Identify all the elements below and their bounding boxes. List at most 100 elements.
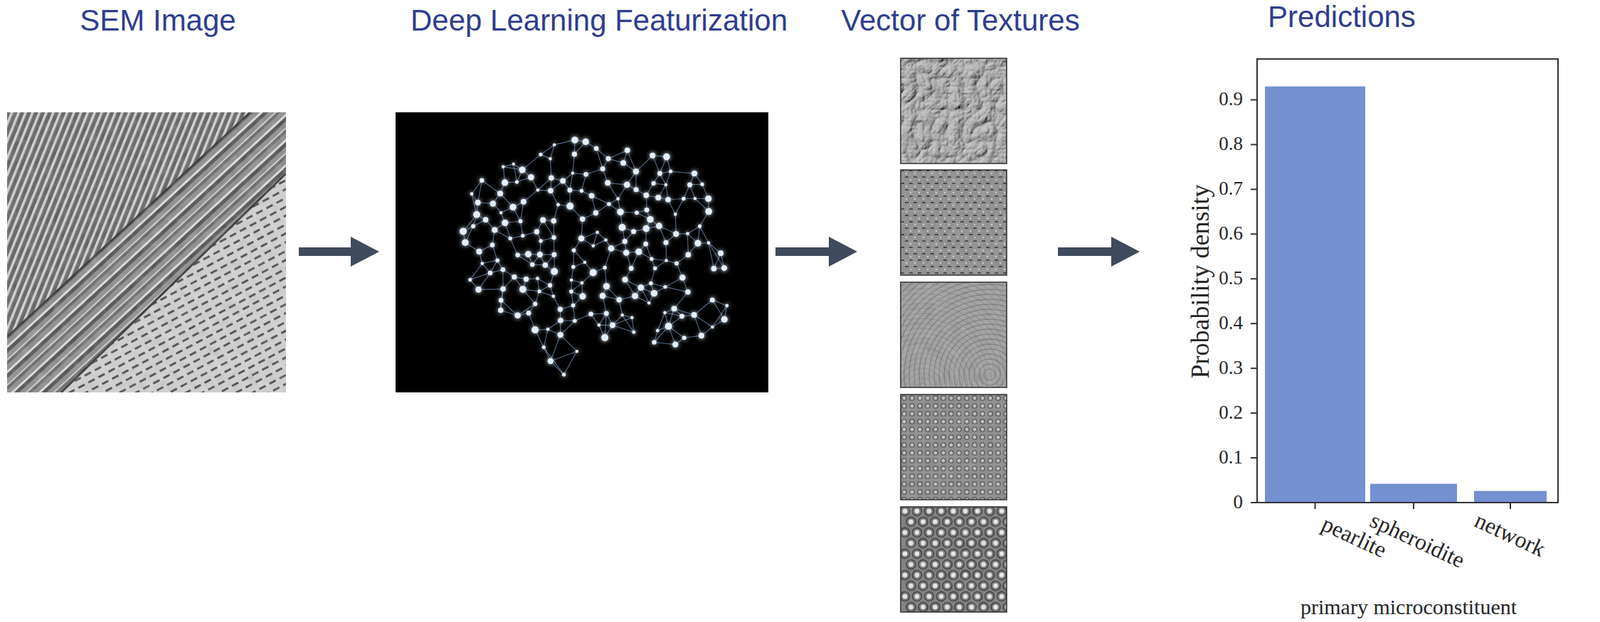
axis-tick — [1250, 412, 1258, 415]
texture-ring — [900, 282, 1007, 388]
axis-title: Probability density — [1186, 184, 1216, 380]
network-node — [624, 147, 631, 153]
network-node — [571, 171, 575, 175]
axis-tick — [1250, 322, 1258, 325]
network-link — [550, 335, 561, 362]
network-node — [655, 194, 661, 201]
network-link — [513, 164, 518, 183]
network-node — [525, 251, 532, 258]
pearlite-region — [7, 112, 286, 393]
network-link — [712, 300, 725, 320]
flow-arrow — [1057, 236, 1140, 267]
network-node — [673, 231, 679, 237]
network-node — [518, 219, 523, 224]
network-node — [616, 197, 620, 201]
network-link — [657, 313, 665, 331]
network-link — [574, 250, 585, 263]
network-node — [534, 229, 540, 235]
network-node — [594, 146, 600, 152]
network-node — [459, 228, 467, 236]
network-node — [470, 192, 474, 196]
texture-noise — [900, 282, 1007, 388]
network-node — [697, 224, 702, 229]
texture-ring — [900, 282, 1007, 388]
network-link — [674, 292, 688, 309]
network-node — [551, 218, 558, 225]
network-link — [591, 195, 609, 205]
tile-ground — [900, 170, 1007, 276]
texture-ring — [900, 282, 1007, 388]
network-link — [572, 250, 575, 267]
category-label: network — [1471, 507, 1550, 563]
network-node — [663, 311, 667, 316]
network-node — [653, 266, 657, 271]
network-link — [708, 243, 714, 269]
network-link — [700, 226, 709, 244]
axis-tick — [1250, 367, 1258, 370]
texture-noise — [900, 394, 1007, 501]
network-node — [589, 269, 597, 277]
tile-border — [900, 282, 1007, 388]
network-link — [622, 315, 634, 333]
network-node — [643, 241, 649, 247]
texture-ring — [900, 282, 1007, 388]
network-node — [623, 181, 631, 188]
tile-ground — [900, 282, 1007, 388]
network-link — [607, 182, 618, 199]
network-node — [634, 210, 639, 215]
network-link — [574, 314, 592, 322]
network-node — [552, 252, 558, 258]
network-node — [705, 195, 712, 203]
texture-ring — [900, 282, 1007, 388]
axis-tick — [1250, 143, 1258, 146]
texture-ring — [900, 282, 1007, 388]
network-node — [665, 322, 673, 331]
network-node — [648, 281, 654, 286]
network-node — [569, 278, 574, 283]
texture-ring — [900, 282, 1007, 388]
network-node — [600, 166, 606, 172]
network-node — [546, 327, 550, 332]
sem-image-panel: SEM Image — [2, 106, 299, 399]
network-link — [651, 258, 667, 261]
network-node — [633, 187, 639, 193]
network-link — [470, 273, 491, 281]
network-node — [557, 307, 563, 313]
network-link — [708, 243, 725, 269]
network-node — [622, 239, 628, 245]
tile-border — [900, 58, 1007, 164]
network-node — [603, 283, 610, 290]
network-node — [650, 290, 658, 297]
network-node — [475, 248, 482, 255]
network-node — [721, 265, 728, 272]
network-link — [571, 283, 582, 292]
network-node — [665, 197, 671, 203]
network-link — [687, 226, 700, 234]
network-link — [500, 300, 518, 316]
network-node — [583, 172, 589, 178]
network-node — [606, 202, 612, 207]
network-node — [579, 293, 587, 300]
network-link — [537, 278, 540, 292]
network-node — [548, 157, 553, 161]
network-node — [501, 219, 508, 227]
brain-network-picture — [395, 112, 769, 393]
texture-ring — [900, 282, 1007, 388]
network-link — [539, 291, 554, 297]
network-node — [604, 238, 608, 242]
network-link — [675, 199, 684, 215]
network-node — [637, 284, 644, 291]
network-node — [588, 311, 594, 317]
plate-band — [7, 112, 286, 393]
network-node — [552, 142, 556, 146]
network-node — [649, 256, 654, 261]
network-node — [527, 174, 535, 181]
network-link — [571, 291, 574, 306]
network-link — [569, 173, 573, 191]
network-link — [655, 260, 667, 269]
network-node — [538, 239, 543, 243]
network-link — [564, 351, 577, 375]
texture-ring — [900, 282, 1007, 388]
network-node — [694, 240, 701, 247]
network-node — [515, 253, 520, 258]
